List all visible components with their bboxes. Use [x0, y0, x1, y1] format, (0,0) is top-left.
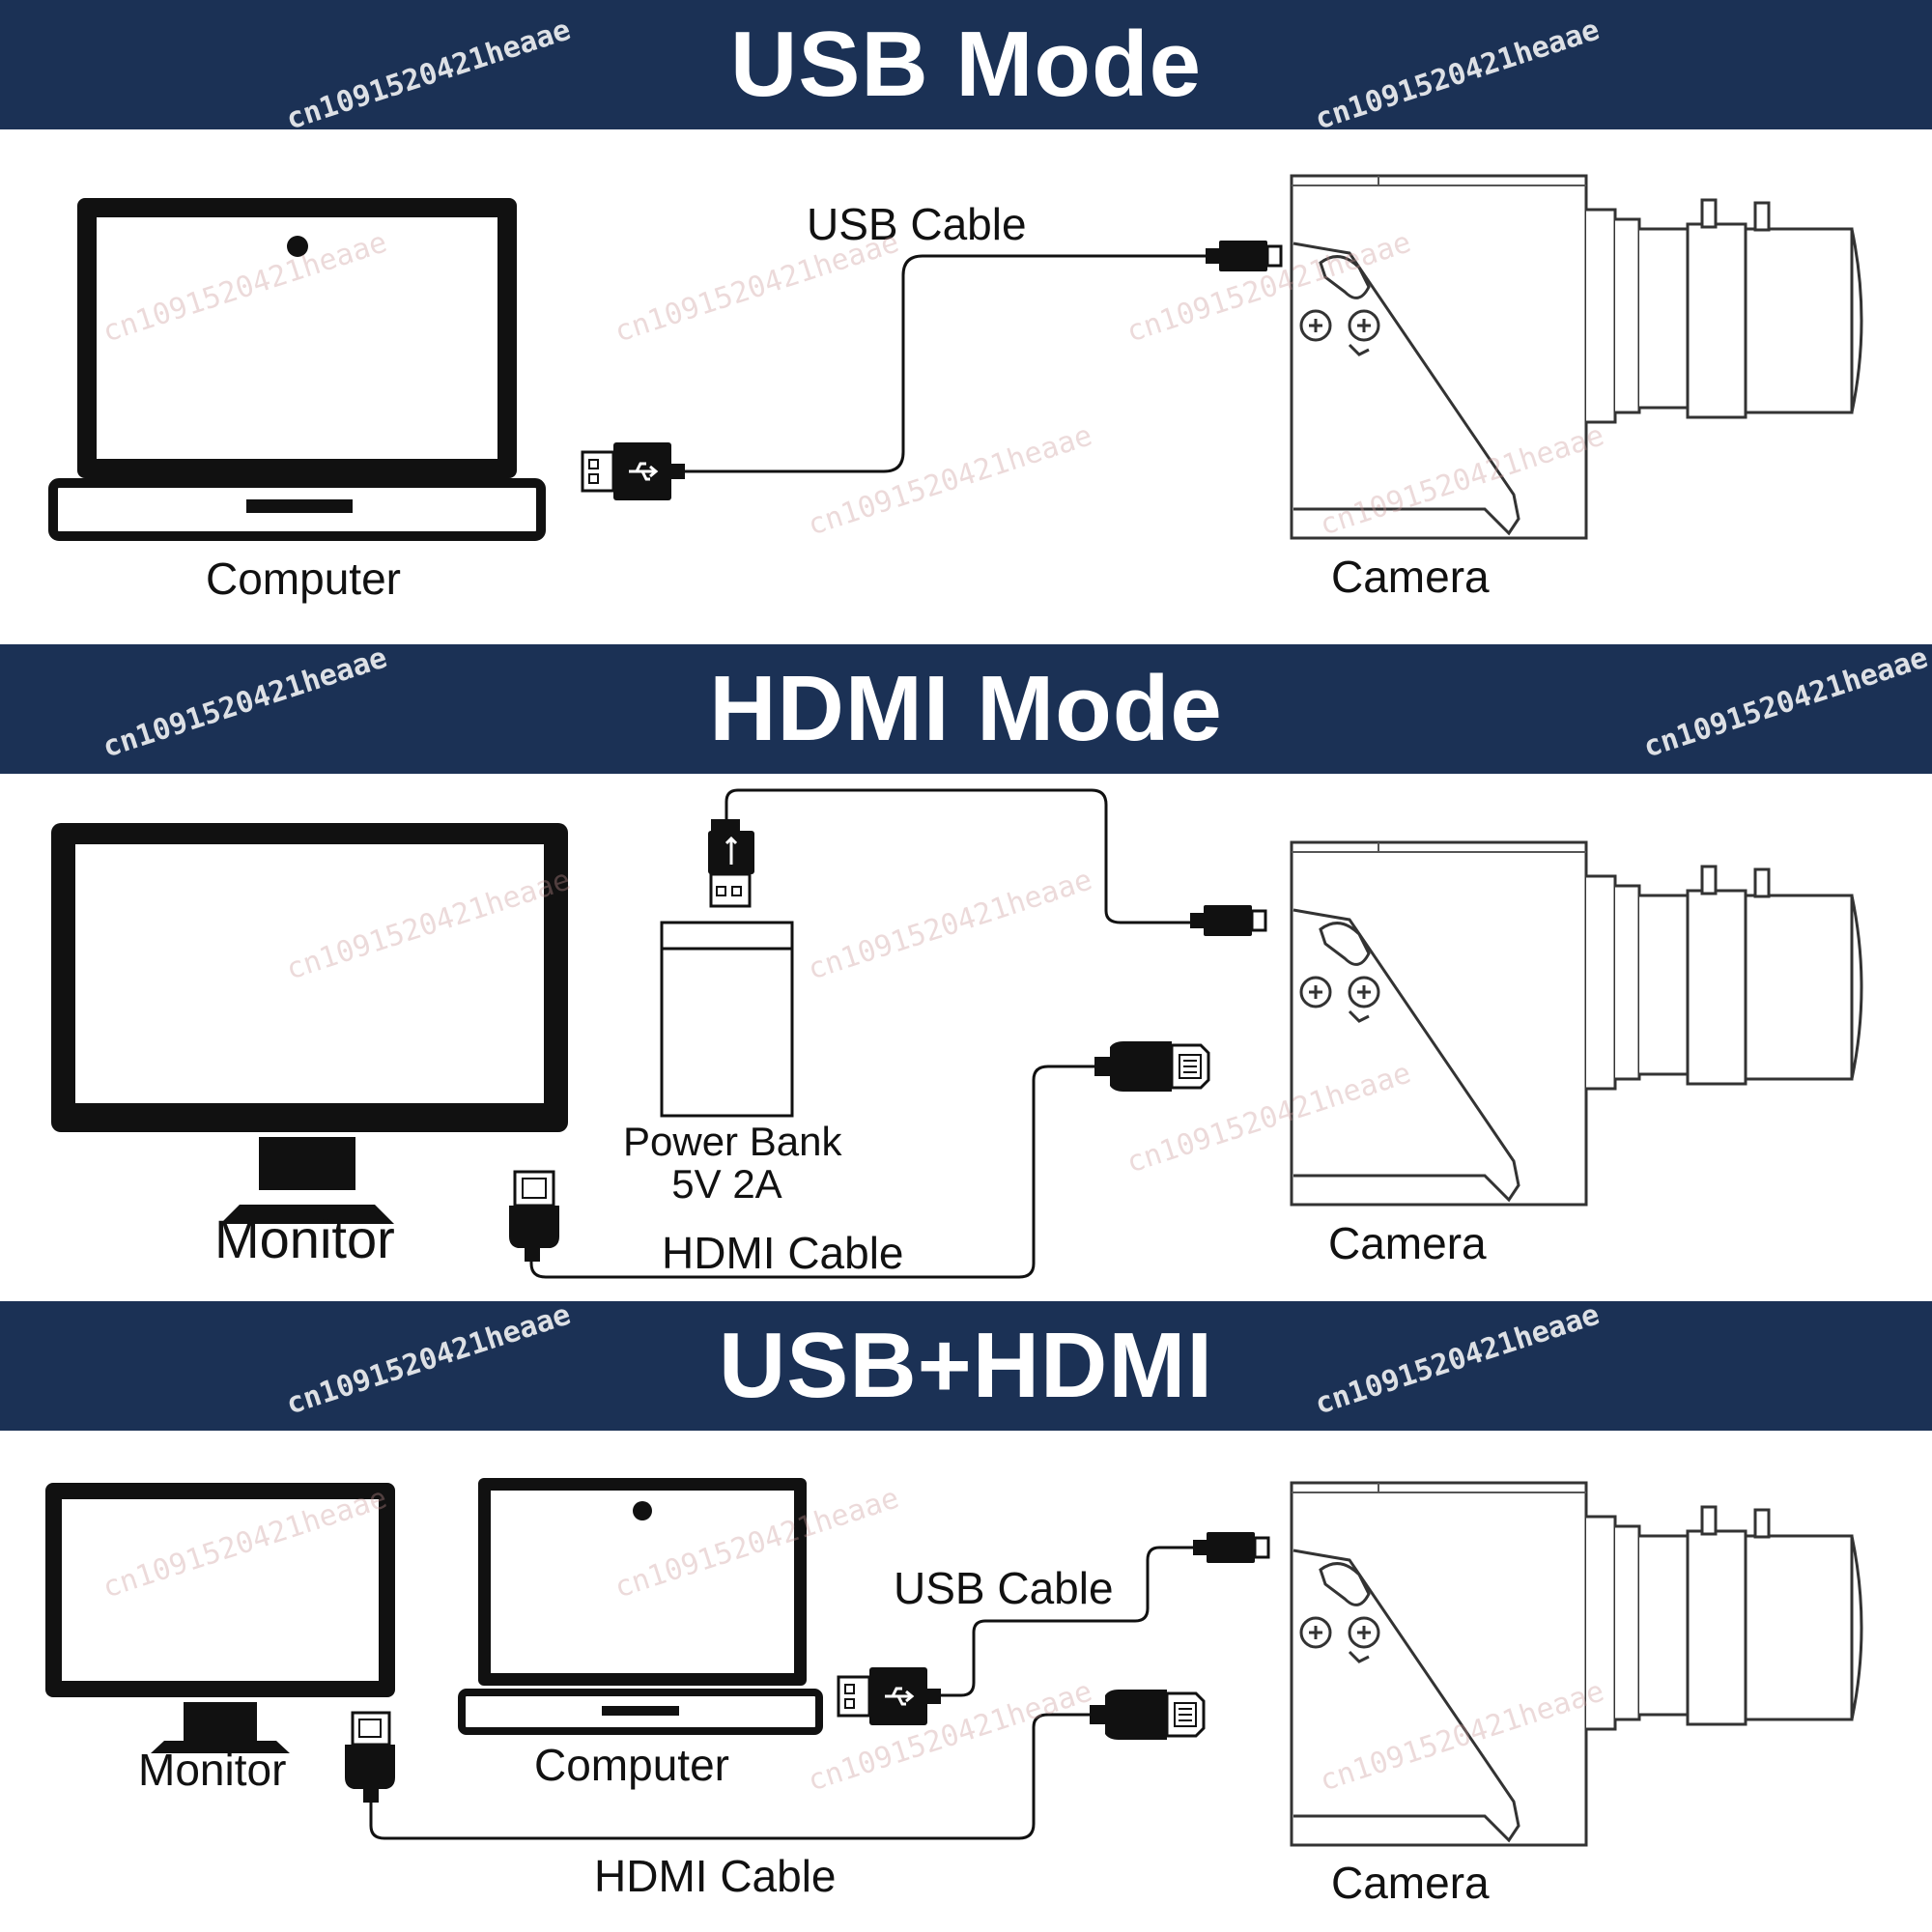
power-usb-plug-icon [708, 819, 754, 908]
micro-usb-plug-icon [1188, 903, 1267, 938]
hdmi-plug-icon [1088, 1688, 1206, 1742]
camera-label: Camera [1331, 552, 1490, 602]
usb-mode-banner: USB Mode [0, 0, 1932, 129]
power-bank-illustration [660, 921, 794, 1118]
monitor-illustration [45, 1483, 395, 1753]
usb-a-plug-icon [581, 440, 687, 502]
power-bank-spec-label: 5V 2A [671, 1161, 782, 1207]
camera-label: Camera [1328, 1218, 1487, 1268]
usb-cable-label: USB Cable [894, 1563, 1114, 1613]
usb-a-plug-icon [837, 1665, 943, 1727]
usb-mode-title: USB Mode [730, 13, 1202, 116]
monitor-label: Monitor [138, 1745, 287, 1795]
computer-label: Computer [206, 554, 401, 604]
hdmi-plug-icon [345, 1711, 395, 1803]
hdmi-cable-line [369, 1713, 1096, 1840]
computer-illustration [53, 198, 541, 536]
hdmi-plug-icon [509, 1170, 559, 1262]
hdmi-cable-label: HDMI Cable [594, 1851, 837, 1901]
usb-cable-line [676, 254, 1208, 473]
usb-hdmi-title: USB+HDMI [718, 1314, 1214, 1417]
hdmi-cable-label: HDMI Cable [662, 1228, 904, 1278]
usb-hdmi-banner: USB+HDMI [0, 1301, 1932, 1431]
monitor-label: Monitor [214, 1208, 395, 1269]
hdmi-mode-banner: HDMI Mode [0, 644, 1932, 774]
camera-illustration [1290, 840, 1863, 1207]
usb-cable-label: USB Cable [807, 199, 1027, 249]
camera-illustration [1290, 174, 1863, 540]
micro-usb-plug-icon [1204, 239, 1283, 273]
hdmi-plug-icon [1093, 1039, 1210, 1094]
monitor-illustration [51, 823, 568, 1224]
hdmi-mode-title: HDMI Mode [709, 657, 1223, 760]
usb-cable-line [937, 1546, 1198, 1697]
micro-usb-plug-icon [1191, 1530, 1270, 1565]
camera-illustration [1290, 1481, 1863, 1847]
camera-label: Camera [1331, 1858, 1490, 1908]
power-bank-label: Power Bank [623, 1119, 842, 1164]
hdmi-cable-line [529, 1065, 1099, 1279]
computer-label: Computer [534, 1740, 729, 1790]
computer-illustration [458, 1478, 823, 1735]
power-cable-line [724, 788, 1198, 924]
